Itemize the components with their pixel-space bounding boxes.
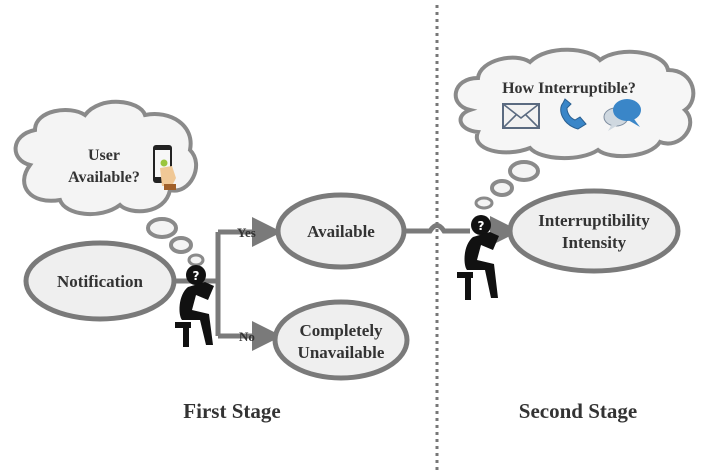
node-notification-label: Notification xyxy=(57,272,143,291)
chat-icon xyxy=(603,99,641,131)
thought-user-line1: User xyxy=(88,147,120,164)
smartphone-icon xyxy=(153,145,176,190)
node-available-label: Available xyxy=(307,222,375,241)
node-available: Available xyxy=(275,192,407,270)
node-intensity-line1: Interruptibility xyxy=(538,211,650,230)
thought-cloud-how-interruptible: How Interruptible? xyxy=(453,47,696,161)
node-unavailable-line1: Completely xyxy=(299,321,383,340)
thinking-person-icon: ? xyxy=(457,215,499,300)
node-unavailable-line2: Unavailable xyxy=(298,343,385,362)
stage-title-second: Second Stage xyxy=(519,399,637,423)
thought-bubble xyxy=(490,179,514,197)
thought-bubble xyxy=(508,160,540,182)
thought-user-line2: Available? xyxy=(68,169,140,186)
thinking-person-icon: ? xyxy=(175,265,214,347)
thought-cloud-user-available: User Available? xyxy=(13,99,198,217)
thought-how-interruptible: How Interruptible? xyxy=(502,80,636,97)
node-completely-unavailable: Completely Unavailable xyxy=(272,299,410,381)
branch-yes-label: Yes xyxy=(237,225,256,240)
stage-title-first: First Stage xyxy=(183,399,280,423)
connector-stage-transition xyxy=(404,223,470,234)
thought-bubble xyxy=(146,217,178,239)
question-mark-glyph: ? xyxy=(478,219,485,233)
node-intensity-line2: Intensity xyxy=(562,233,627,252)
phone-icon xyxy=(560,98,587,130)
node-notification: Notification xyxy=(23,240,177,322)
thought-bubble xyxy=(169,236,193,254)
email-icon xyxy=(502,103,540,129)
thought-bubble xyxy=(474,196,494,210)
node-interruptibility-intensity: Interruptibility Intensity xyxy=(507,188,681,274)
question-mark-glyph: ? xyxy=(193,269,200,283)
thought-bubble xyxy=(187,253,205,267)
branch-no-label: No xyxy=(239,329,255,344)
